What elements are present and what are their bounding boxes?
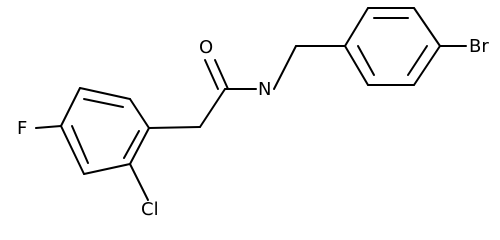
bond-c5-c6 (60, 125, 85, 175)
bond-c1-c2 (79, 87, 131, 100)
bond-r6-r1 (344, 45, 369, 86)
bond-c2-c3 (129, 98, 150, 129)
bond-c3-c4 (129, 127, 150, 165)
aromatic-inner-bond-right (123, 130, 140, 159)
bond-c4-c5 (83, 163, 131, 175)
bond-ch2-carbonyl (199, 88, 226, 128)
oxygen-label: O (199, 37, 213, 58)
structure-diagram: F Cl O N Br (0, 0, 500, 225)
bond-n-ch2 (273, 45, 297, 90)
bond-ring-ch2 (148, 126, 201, 129)
bond-ring-cl (129, 163, 149, 201)
chlorine-label: Cl (141, 199, 159, 220)
diagram-background (0, 0, 500, 225)
bond-carbonyl-o-a (204, 59, 219, 90)
bond-carbonyl-o-b (214, 59, 229, 90)
bond-r3-r4 (413, 7, 441, 47)
right-aromatic-inner-right (407, 45, 428, 76)
nitrogen-label: N (258, 79, 271, 100)
bond-ring-f (35, 125, 62, 129)
bond-r4-r5 (413, 45, 441, 86)
right-aromatic-inner-left (357, 45, 375, 76)
bond-c6-c1 (60, 87, 81, 127)
aromatic-inner-bond-left (71, 125, 89, 164)
fluorine-label: F (17, 118, 27, 139)
bond-r1-r2 (344, 7, 369, 47)
aromatic-inner-bond-top (83, 98, 124, 108)
bromine-label: Br (469, 36, 489, 57)
